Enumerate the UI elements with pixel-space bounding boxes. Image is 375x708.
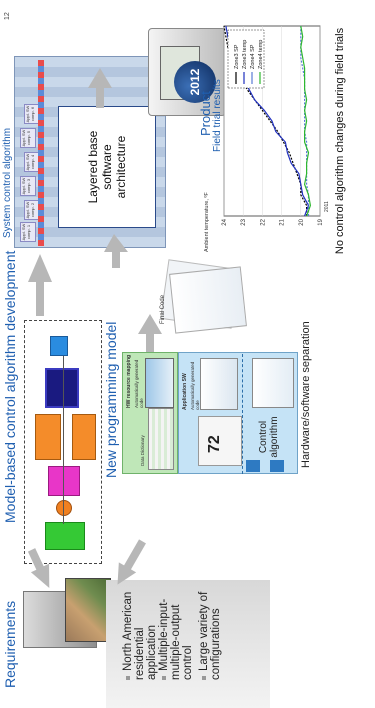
arrow-req-to-newmodel	[117, 539, 146, 585]
arrow-arch-to-product	[88, 68, 112, 108]
chart-y-tick-label: 21	[280, 218, 286, 225]
chart-legend-label: Zone3 temp	[242, 40, 248, 69]
arrow-final-to-system	[104, 234, 128, 268]
chart-y-tick-label: 23	[241, 218, 247, 225]
chart-y-tick-label: 24	[222, 218, 228, 225]
chart-x-tick-label: 2011	[324, 201, 330, 212]
chart-legend-label: Zone3 SP	[234, 44, 240, 69]
chart-y-tick-label: 22	[260, 218, 266, 225]
arrow-req-to-model	[27, 548, 50, 588]
chart-y-tick-label: 19	[318, 218, 324, 225]
chart-legend-label: Zone4 SP	[250, 44, 256, 69]
arrow-newmodel-to-final	[138, 314, 162, 352]
chart-series-2	[300, 26, 310, 216]
arrow-model-to-system	[28, 254, 52, 316]
chart-y-tick-label: 20	[299, 218, 305, 225]
chart-legend-label: Zone4 temp	[258, 40, 264, 69]
chart-series-3	[300, 25, 312, 217]
chart-legend-box	[227, 29, 265, 89]
